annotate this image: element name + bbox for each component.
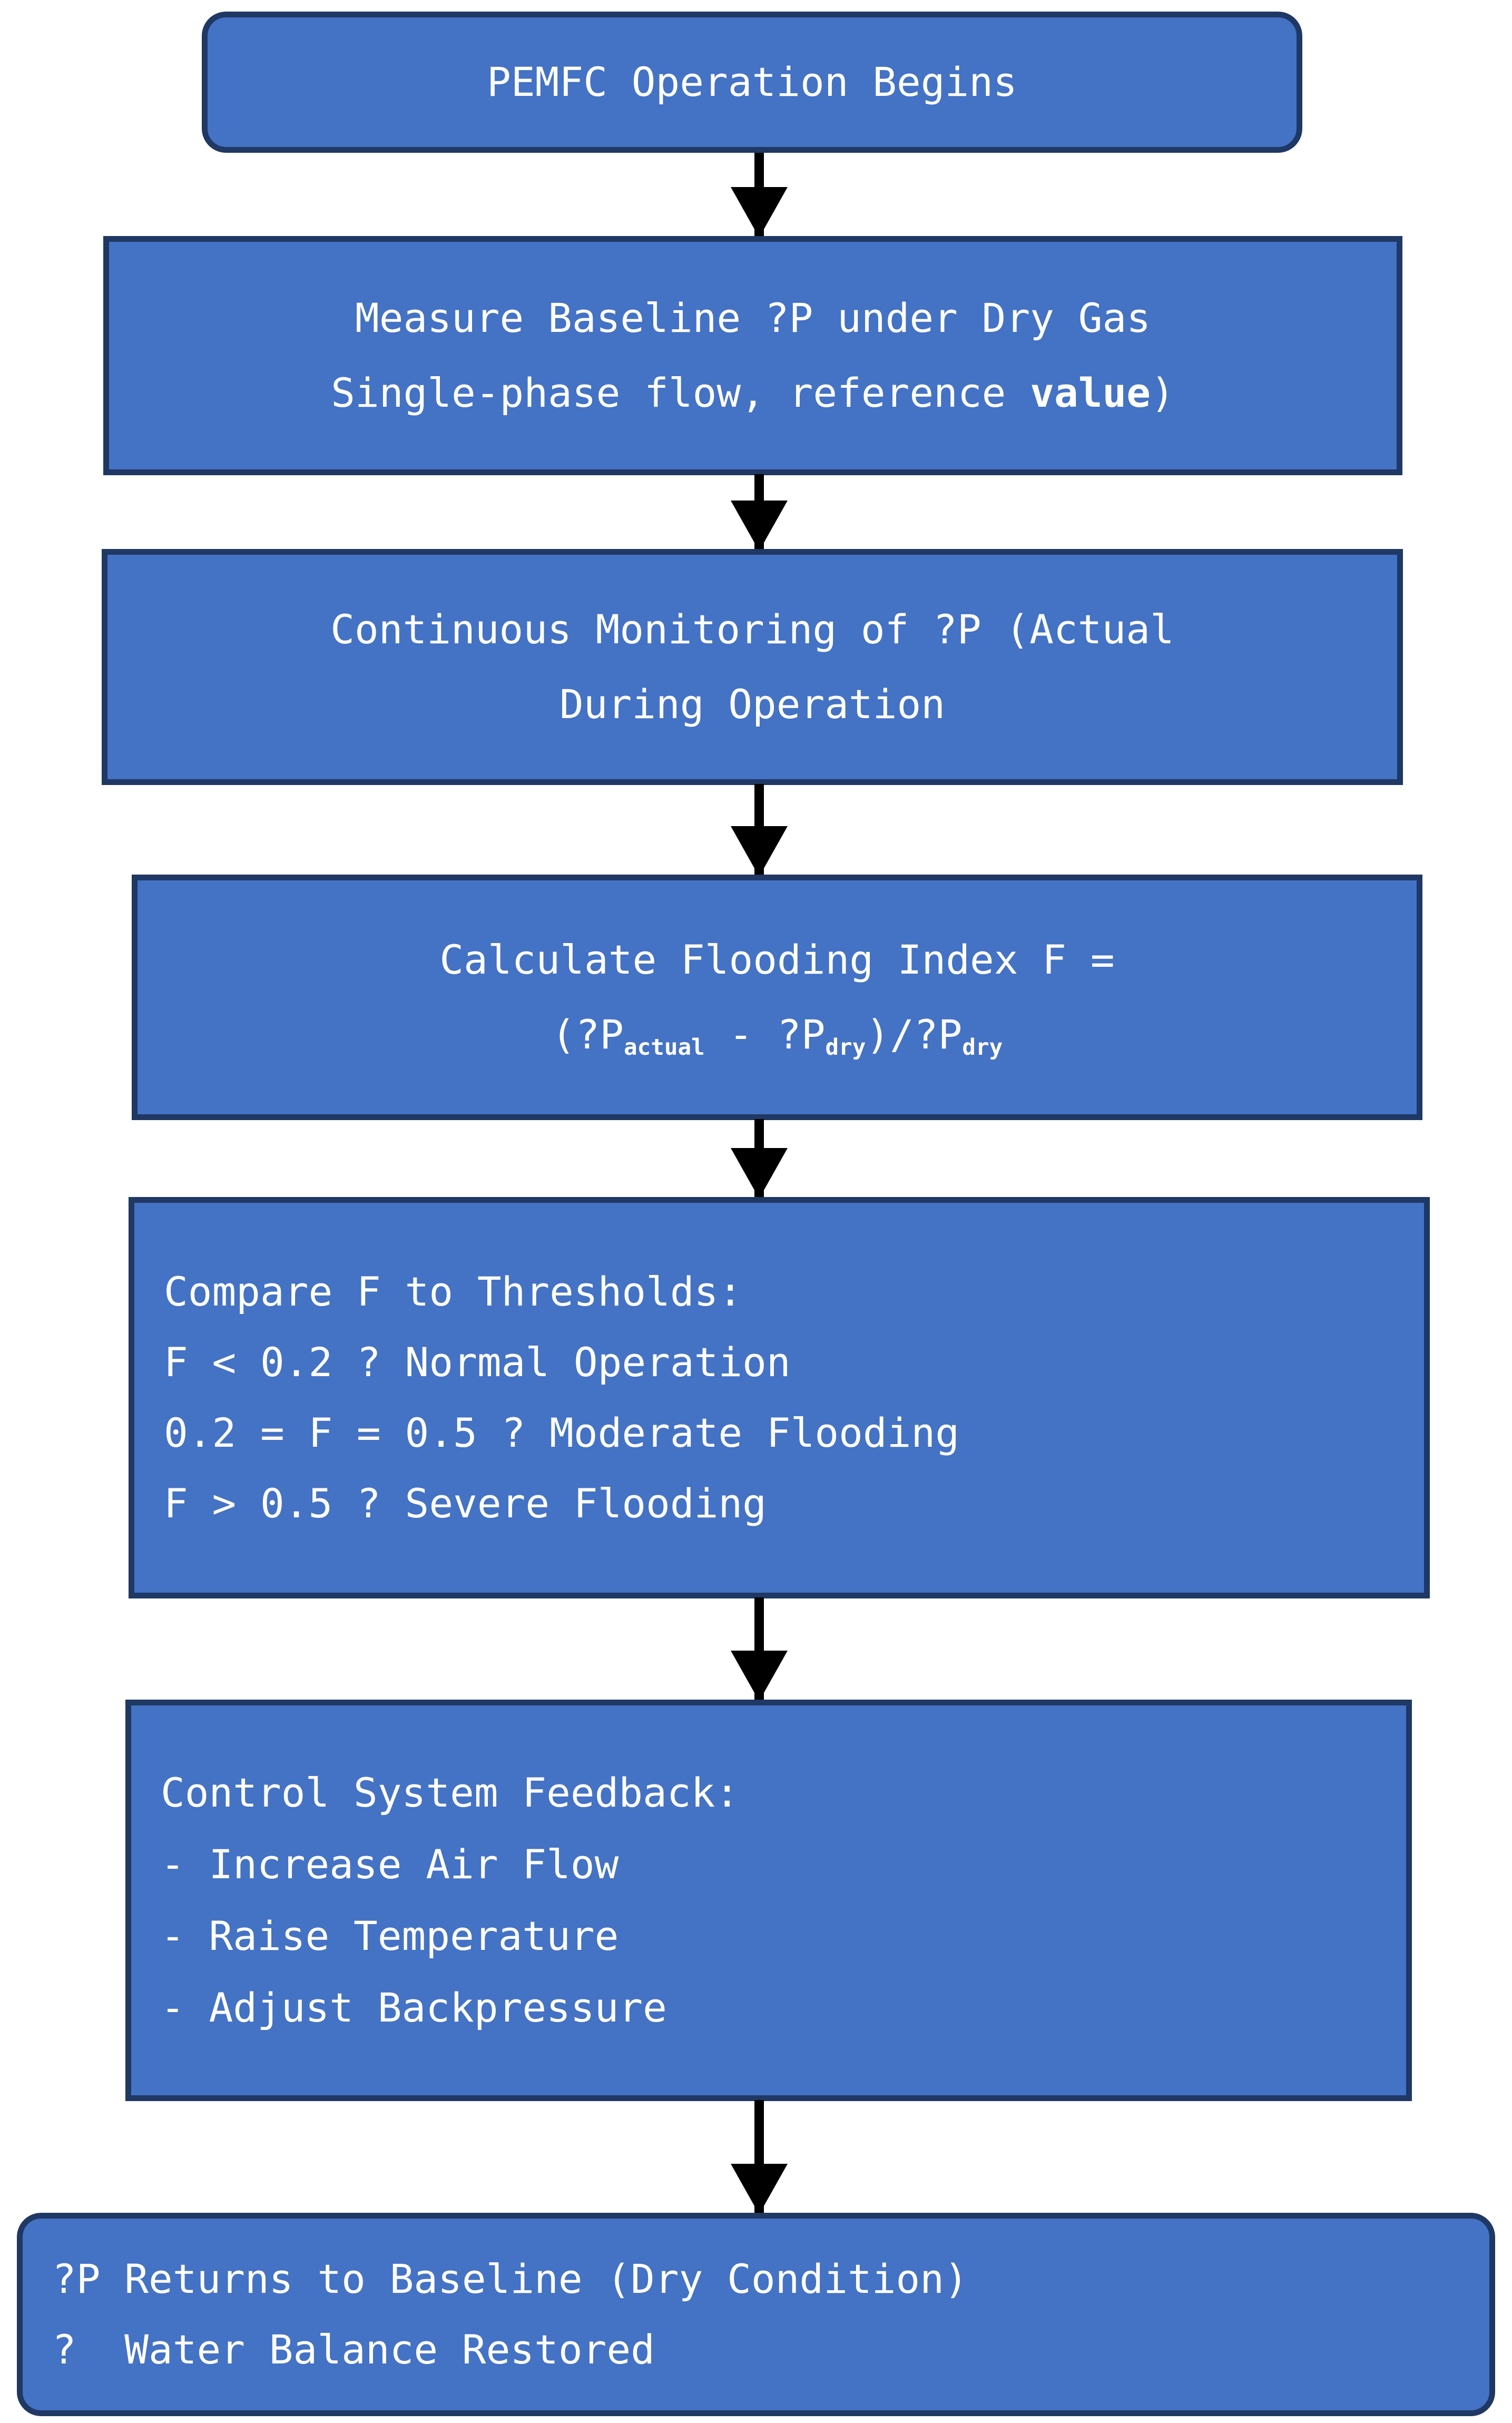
flow-node-measure-baseline-line-2: Single-phase flow, reference value) (331, 373, 1174, 413)
arrow-head-icon (731, 1148, 788, 1199)
arrow-head-icon (731, 501, 788, 551)
flow-arrow-compare-thresholds-to-control-system-feedback (731, 1597, 788, 1701)
formula-subscript-dry-1: dry (825, 1034, 866, 1061)
flow-node-control-system-feedback[interactable]: Control System Feedback: - Increase Air … (125, 1700, 1412, 2101)
formula-divider: )/?P (866, 1011, 963, 1058)
arrow-head-icon (731, 187, 788, 238)
flow-node-compare-thresholds-line-2: F < 0.2 ? Normal Operation (164, 1339, 791, 1386)
formula-subscript-actual: actual (624, 1034, 705, 1061)
text-pre-bold: Single-phase flow, reference (331, 369, 1030, 416)
flow-node-start-line-1: PEMFC Operation Begins (487, 58, 1017, 105)
formula-subscript-dry-2: dry (962, 1034, 1003, 1061)
flow-node-control-system-feedback-line-4: - Adjust Backpressure (161, 1984, 667, 2031)
flow-arrow-calculate-flooding-index-to-compare-thresholds (731, 1119, 788, 1199)
flow-node-continuous-monitoring[interactable]: Continuous Monitoring of ?P (Actual Duri… (102, 549, 1403, 785)
arrow-head-icon (731, 1651, 788, 1701)
text-post-bold: ) (1150, 369, 1175, 416)
flow-arrow-measure-baseline-to-continuous-monitoring (731, 474, 788, 551)
flow-node-end-line-1: ?P Returns to Baseline (Dry Condition) (52, 2255, 968, 2302)
flow-node-control-system-feedback-line-3: - Raise Temperature (161, 1912, 619, 1959)
formula-middle: - ?P (704, 1011, 826, 1058)
arrow-head-icon (731, 2164, 788, 2214)
flow-node-measure-baseline-line-1: Measure Baseline ?P under Dry Gas (355, 295, 1151, 341)
flow-node-continuous-monitoring-line-2: During Operation (559, 681, 946, 728)
flow-node-compare-thresholds-line-4: F > 0.5 ? Severe Flooding (164, 1480, 767, 1527)
flow-node-calculate-flooding-index[interactable]: Calculate Flooding Index F = (?Pactual -… (132, 875, 1422, 1120)
flow-node-end[interactable]: ?P Returns to Baseline (Dry Condition) ?… (17, 2213, 1495, 2416)
flow-arrow-start-to-measure-baseline (731, 153, 788, 238)
flow-node-calculate-flooding-index-line-1: Calculate Flooding Index F = (439, 936, 1115, 983)
arrow-head-icon (731, 826, 788, 877)
flow-node-end-line-2: ? Water Balance Restored (52, 2326, 655, 2373)
flow-arrow-control-system-feedback-to-end (731, 2100, 788, 2214)
flow-node-start[interactable]: PEMFC Operation Begins (202, 12, 1302, 153)
flow-node-compare-thresholds-line-3: 0.2 = F = 0.5 ? Moderate Flooding (164, 1409, 959, 1456)
bold-emphasis-value: value (1030, 369, 1151, 416)
flow-node-measure-baseline[interactable]: Measure Baseline ?P under Dry Gas Single… (103, 236, 1402, 475)
formula-prefix: (?P (551, 1011, 624, 1058)
flow-node-control-system-feedback-line-2: - Increase Air Flow (161, 1841, 619, 1888)
flow-arrow-continuous-monitoring-to-calculate-flooding-index (731, 784, 788, 877)
flow-node-continuous-monitoring-line-1: Continuous Monitoring of ?P (Actual (330, 606, 1174, 653)
flow-node-control-system-feedback-line-1: Control System Feedback: (161, 1769, 740, 1816)
flow-node-compare-thresholds[interactable]: Compare F to Thresholds: F < 0.2 ? Norma… (129, 1197, 1430, 1598)
flow-node-compare-thresholds-line-1: Compare F to Thresholds: (164, 1268, 743, 1315)
flow-node-calculate-flooding-index-formula: (?Pactual - ?Pdry)/?Pdry (552, 1015, 1003, 1059)
